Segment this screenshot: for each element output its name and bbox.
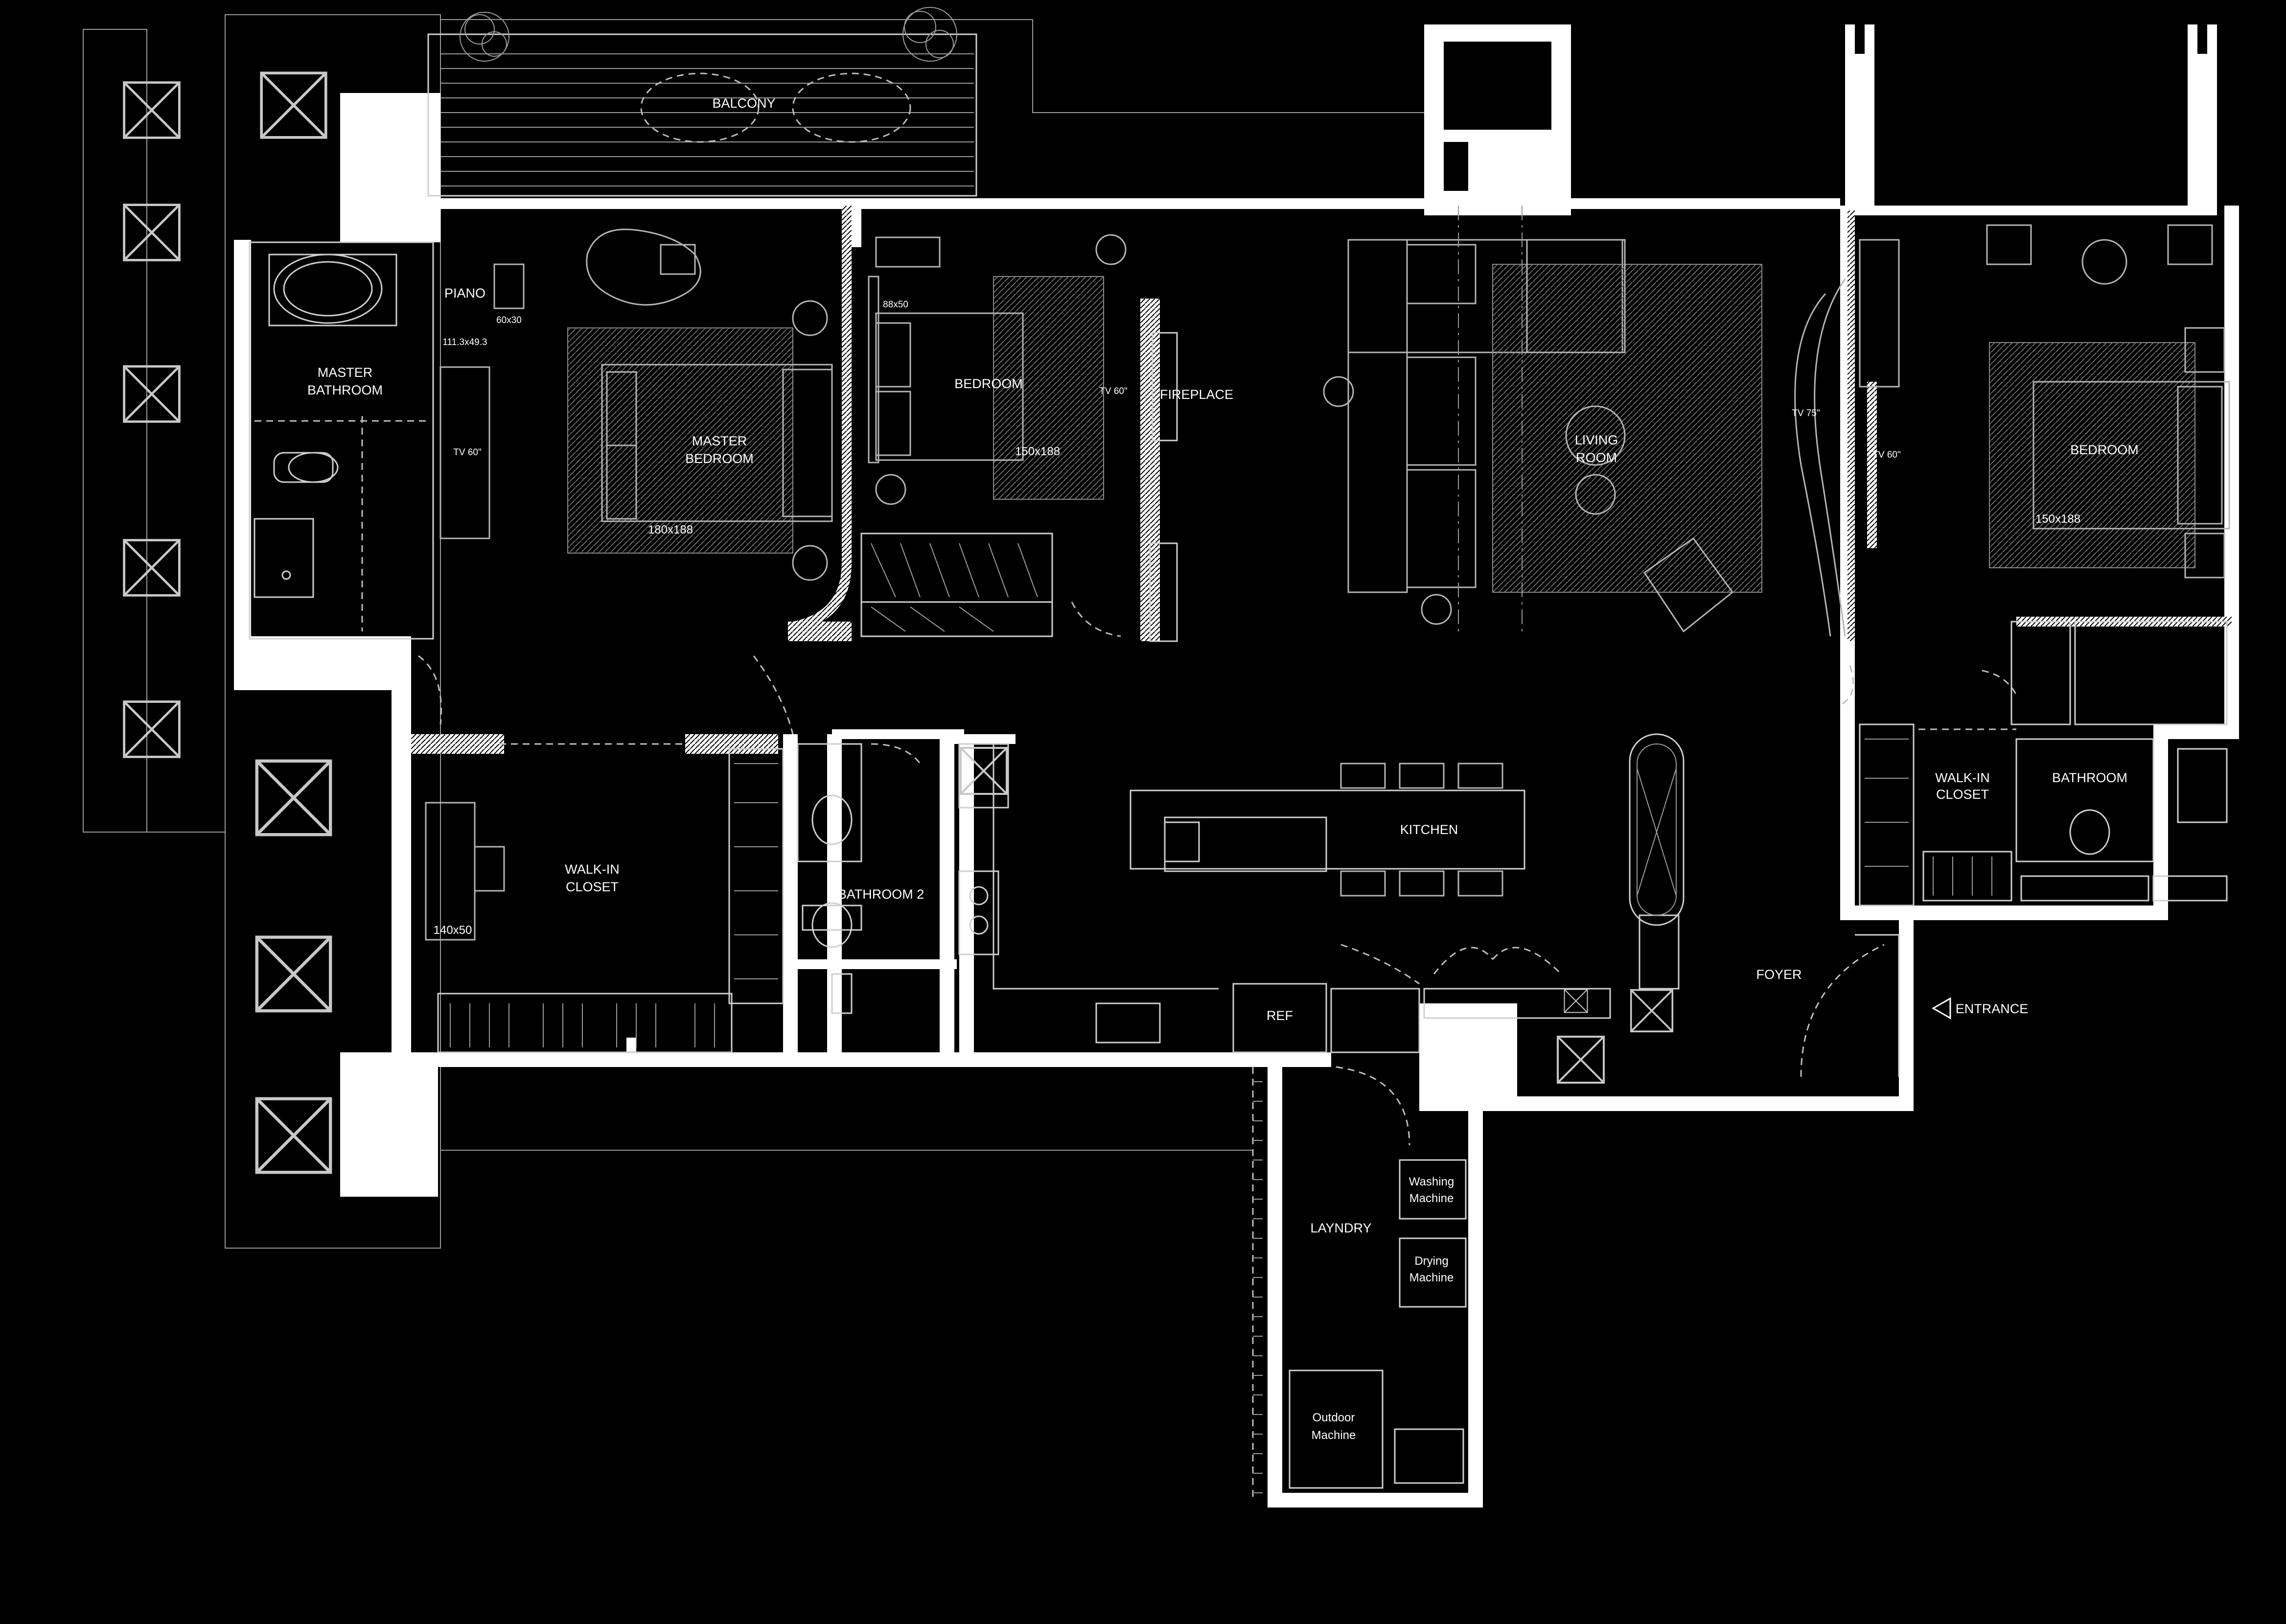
label-drying-2: Machine: [1409, 1271, 1454, 1284]
right-bedroom-fixtures: [1794, 224, 2230, 637]
label-walkin-right-2: CLOSET: [1936, 787, 1989, 802]
foyer-oval-table: [1629, 733, 1685, 926]
label-piano-size: 111.3x49.3: [442, 337, 487, 348]
label-washing-1: Washing: [1409, 1175, 1454, 1188]
label-desk-center: 88x50: [883, 300, 908, 310]
balcony-area: [427, 7, 977, 197]
label-tv-master: TV 60": [453, 447, 481, 458]
master-bedroom-fixtures: [439, 229, 833, 581]
ref-cabinet-block: [1232, 914, 1680, 1083]
tree-icon: [460, 12, 509, 62]
label-bathroom2: BATHROOM 2: [838, 887, 924, 902]
room-labels: BALCONY PIANO 60x30 111.3x49.3 MASTER BA…: [307, 96, 2139, 1442]
label-master-bedroom-1: MASTER: [692, 434, 747, 448]
label-kitchen: KITCHEN: [1400, 822, 1458, 837]
label-laundry: LAYNDRY: [1310, 1221, 1371, 1235]
label-tv-center: TV 60": [1099, 386, 1127, 396]
laundry-fixtures: [1252, 1066, 1467, 1498]
label-bedroom-center: BEDROOM: [954, 376, 1023, 391]
living-room-fixtures: [1323, 206, 1762, 636]
label-walkin-right-1: WALK-IN: [1935, 770, 1990, 785]
walkin-closet-right-fixtures: [1859, 621, 2228, 906]
left-cabinet-column: [124, 73, 331, 1172]
site-outlines: [83, 14, 1429, 1249]
label-outdoor-2: Machine: [1312, 1429, 1356, 1442]
tree-icon: [902, 7, 957, 62]
foyer-door: [1800, 934, 1900, 1077]
master-bathroom-fixtures: [249, 241, 525, 640]
label-living-1: LIVING: [1575, 433, 1618, 447]
label-foyer: FOYER: [1756, 967, 1801, 982]
bathroom2-fixtures: [797, 743, 862, 1014]
label-walkin-left-1: WALK-IN: [565, 862, 620, 877]
label-ref: REF: [1267, 1008, 1293, 1023]
label-bed-center-size: 150x188: [1015, 445, 1060, 458]
walls: [234, 24, 2239, 1508]
label-tv-right-60: TV 60": [1872, 450, 1900, 460]
label-desk-walkin: 140x50: [434, 924, 472, 937]
label-tv-right-75: TV 75": [1792, 408, 1820, 418]
hatched-walls: [411, 206, 2232, 754]
label-living-2: ROOM: [1576, 450, 1617, 465]
label-bathroom-right: BATHROOM: [2052, 770, 2127, 785]
label-outdoor-1: Outdoor: [1313, 1411, 1355, 1424]
label-fireplace: FIREPLACE: [1160, 387, 1233, 402]
center-bedroom-fixtures: [860, 234, 1178, 642]
label-bedroom-right: BEDROOM: [2070, 442, 2139, 457]
kitchen-fixtures: [958, 743, 1525, 1044]
label-walkin-left-2: CLOSET: [566, 880, 619, 894]
triangle-left-icon: [1931, 997, 1951, 1020]
laundry-window-ticks: [1253, 1081, 1263, 1493]
walkin-closet-left-fixtures: [425, 743, 784, 1053]
label-master-bedroom-2: BEDROOM: [685, 451, 754, 466]
label-bed-right-size: 150x188: [2035, 512, 2080, 526]
label-piano: PIANO: [444, 286, 485, 301]
label-balcony: BALCONY: [712, 96, 775, 111]
label-drying-1: Drying: [1414, 1254, 1448, 1268]
label-master-bed-size: 180x188: [648, 523, 693, 536]
label-master-bathroom-1: MASTER: [318, 365, 373, 380]
label-washing-2: Machine: [1409, 1192, 1454, 1205]
label-entrance: ENTRANCE: [1956, 1001, 2029, 1016]
label-piano-dim: 60x30: [496, 315, 522, 325]
label-master-bathroom-2: BATHROOM: [307, 383, 383, 397]
door-swings: [418, 602, 2017, 985]
